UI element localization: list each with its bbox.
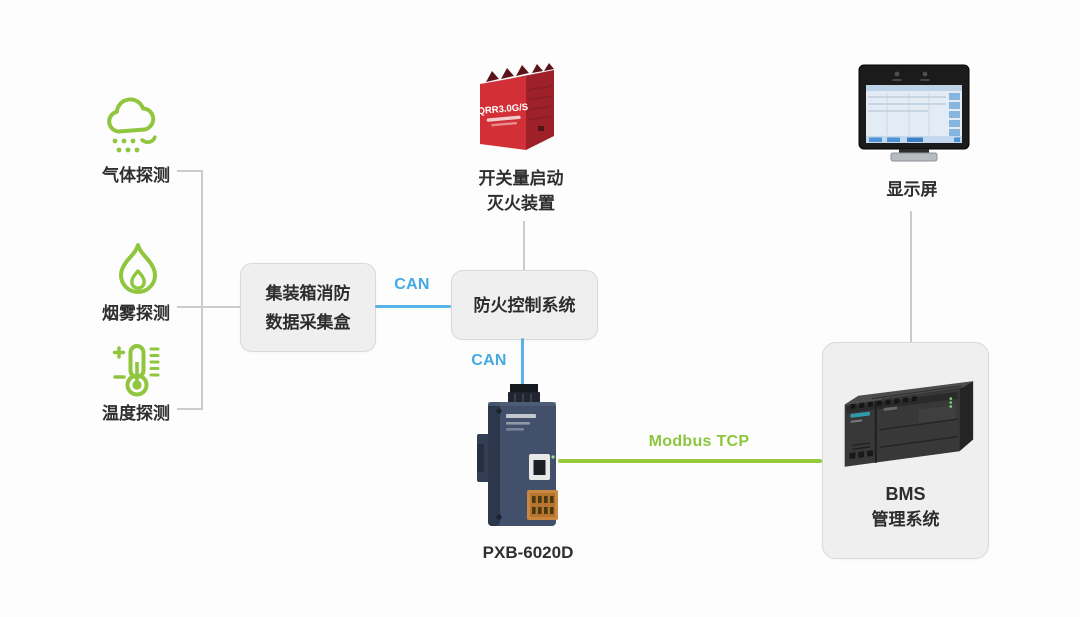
smoke-detection-label: 烟雾探测 bbox=[102, 304, 170, 323]
extinguisher-label: 开关量启动 灭火装置 bbox=[479, 166, 564, 216]
modbus-link bbox=[558, 459, 822, 463]
connector-temp-stub bbox=[177, 408, 203, 410]
smoke-detection-icon bbox=[119, 243, 157, 294]
bms-plc-image bbox=[844, 381, 974, 467]
collector-box-label-line1: 集装箱消防 bbox=[265, 283, 351, 303]
modbus-link-label: Modbus TCP bbox=[648, 433, 750, 450]
bms-node: BMS 管理系统 bbox=[822, 342, 989, 559]
gateway-label: PXB-6020D bbox=[482, 543, 574, 562]
gas-detection-icon bbox=[107, 97, 157, 153]
can-link-fire-gateway bbox=[521, 338, 524, 402]
bms-label-line1: BMS bbox=[885, 484, 926, 504]
gateway-device-image bbox=[477, 384, 558, 526]
collector-box-node: 集装箱消防 数据采集盒 bbox=[240, 263, 376, 352]
bms-label-line2: 管理系统 bbox=[871, 510, 940, 529]
can-link-collector-fire-label: CAN bbox=[394, 276, 430, 293]
fire-control-label: 防火控制系统 bbox=[473, 295, 576, 315]
extinguisher-device-image: QRR3.0G/S bbox=[477, 63, 554, 150]
bms-label: BMS 管理系统 bbox=[823, 481, 988, 533]
can-link-collector-fire bbox=[375, 305, 451, 308]
collector-box-label-line2: 数据采集盒 bbox=[265, 312, 351, 332]
extinguisher-label-line2: 灭火装置 bbox=[487, 194, 555, 213]
connector-gas-stub bbox=[177, 170, 203, 172]
temperature-detection-icon bbox=[112, 344, 160, 397]
connector-display-bms bbox=[910, 211, 912, 342]
display-device-image bbox=[858, 64, 970, 162]
extinguisher-label-line1: 开关量启动 bbox=[478, 169, 564, 188]
gas-detection-label: 气体探测 bbox=[102, 166, 170, 185]
connector-sensor-bus bbox=[201, 170, 203, 410]
fire-control-node: 防火控制系统 bbox=[451, 270, 598, 340]
connector-extinguisher-fire bbox=[523, 221, 525, 270]
extinguisher-model-text: QRR3.0G/S bbox=[477, 102, 528, 117]
can-link-fire-gateway-label: CAN bbox=[471, 352, 507, 369]
display-label: 显示屏 bbox=[886, 180, 938, 199]
temperature-detection-label: 温度探测 bbox=[102, 404, 170, 423]
connector-smoke-to-collector bbox=[177, 306, 241, 308]
